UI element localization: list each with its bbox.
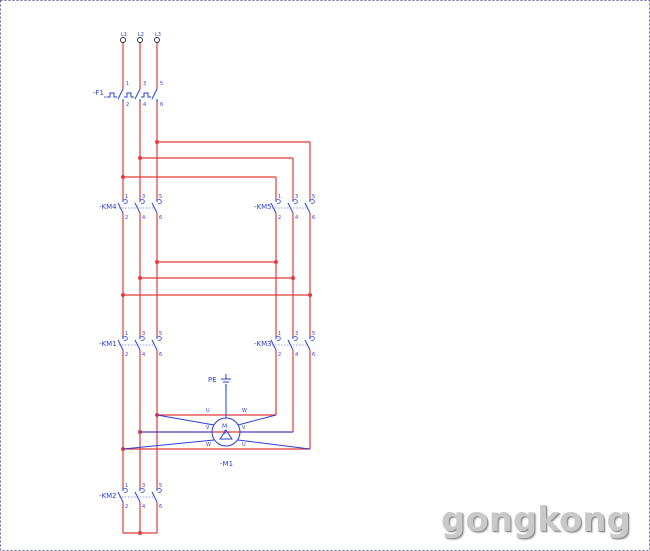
contact-arc (293, 336, 298, 341)
pin-label: 6 (312, 215, 315, 221)
contactor-km3: 1 2 3 4 5 6 -KM3 (254, 331, 315, 358)
contact-blade (151, 491, 158, 503)
winding-label: U (206, 408, 210, 414)
pin-label: 3 (295, 194, 298, 200)
winding-label: W (206, 442, 211, 448)
watermark-logo: gongkong (441, 500, 631, 540)
contact-arc (123, 336, 128, 341)
contact-blade (151, 202, 158, 214)
supply-terminals: L1 L2 L3 (120, 32, 161, 43)
pin-label: 5 (160, 81, 163, 87)
pin-label: 6 (159, 215, 162, 221)
device-label: -KM5 (254, 203, 272, 211)
contact-arc (140, 199, 145, 204)
device-label: -KM1 (99, 340, 117, 348)
motor-symbol: M (222, 423, 227, 430)
pin-label: 3 (142, 194, 145, 200)
pin-label: 6 (159, 352, 162, 358)
earth-label: PE (208, 376, 217, 384)
pin-label: 3 (143, 81, 146, 87)
pin-label: 6 (160, 102, 163, 108)
contact-arc (293, 199, 298, 204)
contact-arc (276, 199, 281, 204)
pin-label: 6 (312, 352, 315, 358)
contact-arc (310, 199, 315, 204)
device-label: -KM2 (99, 492, 117, 500)
contact-arc (276, 336, 281, 341)
pin-label: 1 (126, 81, 129, 87)
pin-label: 5 (159, 483, 162, 489)
terminal-label: L1 (121, 32, 127, 38)
contact-arc (140, 336, 145, 341)
pin-label: 4 (142, 215, 145, 221)
contact-arc (310, 336, 315, 341)
motor-m1: M 3~ U V W W V U -M1 (122, 408, 311, 468)
pin-label: 3 (295, 331, 298, 337)
contactor-km4: 1 2 3 4 5 6 -KM4 (99, 194, 162, 221)
contact-blade (151, 339, 158, 351)
pin-label: 3 (142, 331, 145, 337)
contactor-group: 1 2 3 4 5 6 -KM4 1 2 3 4 5 6 -KM5 1 2 3 4 5 6 -KM1 1 2 3 4 5 6 -KM3… (99, 194, 315, 510)
pin-label: 1 (278, 194, 281, 200)
contact-blade (304, 339, 311, 351)
pin-label: 3 (142, 483, 145, 489)
contact-blade (304, 202, 311, 214)
wiring (122, 43, 311, 534)
pin-label: 5 (312, 331, 315, 337)
pin-label: 4 (142, 504, 145, 510)
motor-phase-label: 3~ (223, 430, 230, 436)
contact-arc (123, 199, 128, 204)
pin-label: 2 (278, 352, 281, 358)
contact-arc (157, 199, 162, 204)
motor-label: -M1 (220, 460, 233, 468)
junction-dots (121, 140, 312, 535)
winding-label: W (242, 408, 247, 414)
winding-label: V (206, 425, 210, 431)
winding-label: U (242, 442, 246, 448)
contactor-km2: 1 2 3 4 5 6 -KM2 (99, 483, 162, 510)
pin-label: 1 (125, 194, 128, 200)
pin-label: 2 (125, 215, 128, 221)
pin-label: 1 (278, 331, 281, 337)
pin-label: 6 (159, 504, 162, 510)
pin-label: 2 (125, 352, 128, 358)
earth-symbol: PE (208, 374, 231, 418)
pin-label: 5 (312, 194, 315, 200)
terminal-label: L3 (155, 32, 161, 38)
device-label: -KM4 (99, 203, 117, 211)
contact-arc (140, 488, 145, 493)
pin-label: 4 (295, 352, 298, 358)
contactor-km1: 1 2 3 4 5 6 -KM1 (99, 331, 162, 358)
terminal-l1 (120, 37, 126, 43)
pin-label: 2 (278, 215, 281, 221)
device-label: -F1 (93, 89, 104, 97)
device-label: -KM3 (254, 340, 272, 348)
winding-label: V (242, 425, 246, 431)
contact-arc (157, 488, 162, 493)
pin-label: 5 (159, 331, 162, 337)
pin-label: 2 (126, 102, 129, 108)
protection-device-f1: -F1 1 3 5 2 4 6 (93, 81, 163, 108)
pin-label: 1 (125, 483, 128, 489)
pin-label: 2 (125, 504, 128, 510)
pin-label: 5 (159, 194, 162, 200)
contact-arc (157, 336, 162, 341)
pin-label: 4 (295, 215, 298, 221)
contact-arc (123, 488, 128, 493)
terminal-l2 (137, 37, 143, 43)
contactor-km5: 1 2 3 4 5 6 -KM5 (254, 194, 315, 221)
pin-label: 4 (143, 102, 146, 108)
pin-label: 1 (125, 331, 128, 337)
pin-label: 4 (142, 352, 145, 358)
terminal-l3 (154, 37, 160, 43)
terminal-label: L2 (138, 32, 144, 38)
